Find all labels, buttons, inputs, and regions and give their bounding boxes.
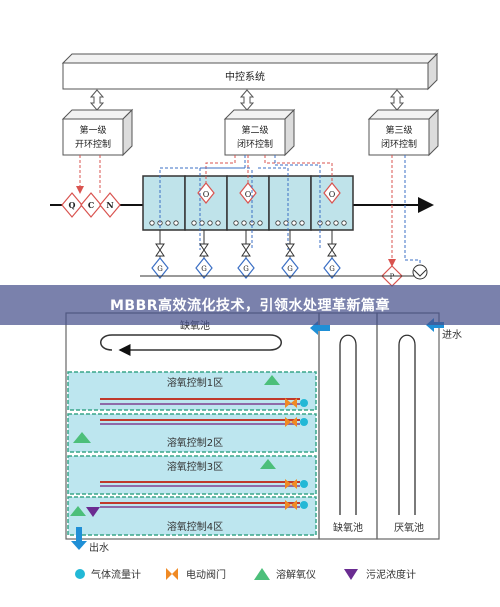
n-label: N xyxy=(106,200,113,210)
title-banner: MBBR高效流化技术，引领水处理革新篇章 xyxy=(0,285,500,325)
level2-sub: 闭环控制 xyxy=(237,138,273,150)
legend-label-sludge: 污泥浓度计 xyxy=(366,568,416,581)
level2-title: 第二级 xyxy=(241,124,268,136)
svg-text:P: P xyxy=(390,273,395,281)
svg-text:G: G xyxy=(157,265,163,273)
svg-text:G: G xyxy=(287,265,293,273)
legend-label-flowmeter: 气体流量计 xyxy=(91,568,141,581)
aeration-pipes xyxy=(100,398,300,508)
level3-title: 第三级 xyxy=(385,124,412,136)
anoxic-flow-loop xyxy=(100,334,282,356)
inlet-label: 进水 xyxy=(442,329,462,341)
zone-sensors xyxy=(70,375,308,517)
flowmeter-icon xyxy=(75,569,85,579)
outlet-arrow-icon xyxy=(71,527,87,550)
level1-title: 第一级 xyxy=(79,124,106,136)
svg-text:O: O xyxy=(329,190,336,199)
sludge-meter-icon xyxy=(344,569,358,580)
level2-box: 第二级 闭环控制 xyxy=(223,108,296,157)
legend-label-valve: 电动阀门 xyxy=(186,568,226,581)
anaerobic-side-label: 厌氧池 xyxy=(394,521,424,534)
reactor-tanks xyxy=(142,175,354,231)
do-sensor-icon: O O O xyxy=(197,182,341,204)
svg-text:O: O xyxy=(245,190,252,199)
q-label: Q xyxy=(69,200,76,210)
level3-box: 第三级 闭环控制 xyxy=(367,108,440,157)
banner-title: MBBR高效流化技术，引领水处理革新篇章 xyxy=(109,298,391,314)
svg-text:O: O xyxy=(203,190,210,199)
control-signal-lines xyxy=(76,155,421,267)
central-control-box: 中控系统 xyxy=(61,52,439,91)
zone1-label: 溶氧控制1区 xyxy=(167,376,223,389)
level1-box: 第一级 开环控制 xyxy=(61,108,134,157)
svg-text:G: G xyxy=(243,265,249,273)
level1-sub: 开环控制 xyxy=(75,138,111,150)
side-flow-loops xyxy=(339,334,416,515)
legend: 气体流量计 电动阀门 溶解氧仪 污泥浓度计 xyxy=(75,568,416,581)
level3-sub: 闭环控制 xyxy=(381,138,417,150)
zone4-label: 溶氧控制4区 xyxy=(167,520,223,533)
motor-valve-row: G G G G G xyxy=(151,230,341,279)
legend-label-do: 溶解氧仪 xyxy=(276,568,316,581)
double-arrow-icon xyxy=(89,89,405,111)
svg-text:G: G xyxy=(329,265,335,273)
zone2-label: 溶氧控制2区 xyxy=(167,436,223,449)
c-label: C xyxy=(88,200,94,210)
central-control-label: 中控系统 xyxy=(225,70,265,83)
qcn-sensors: Q C N xyxy=(61,192,121,218)
aeration-zones xyxy=(67,371,317,536)
anoxic-side-label: 缺氧池 xyxy=(333,521,363,534)
blower-pump-icon xyxy=(412,264,428,280)
motor-valve-icon xyxy=(166,568,178,580)
outlet-label: 出水 xyxy=(89,541,109,554)
zone3-label: 溶氧控制3区 xyxy=(167,460,223,473)
svg-text:G: G xyxy=(201,265,207,273)
do-meter-icon xyxy=(254,568,270,580)
